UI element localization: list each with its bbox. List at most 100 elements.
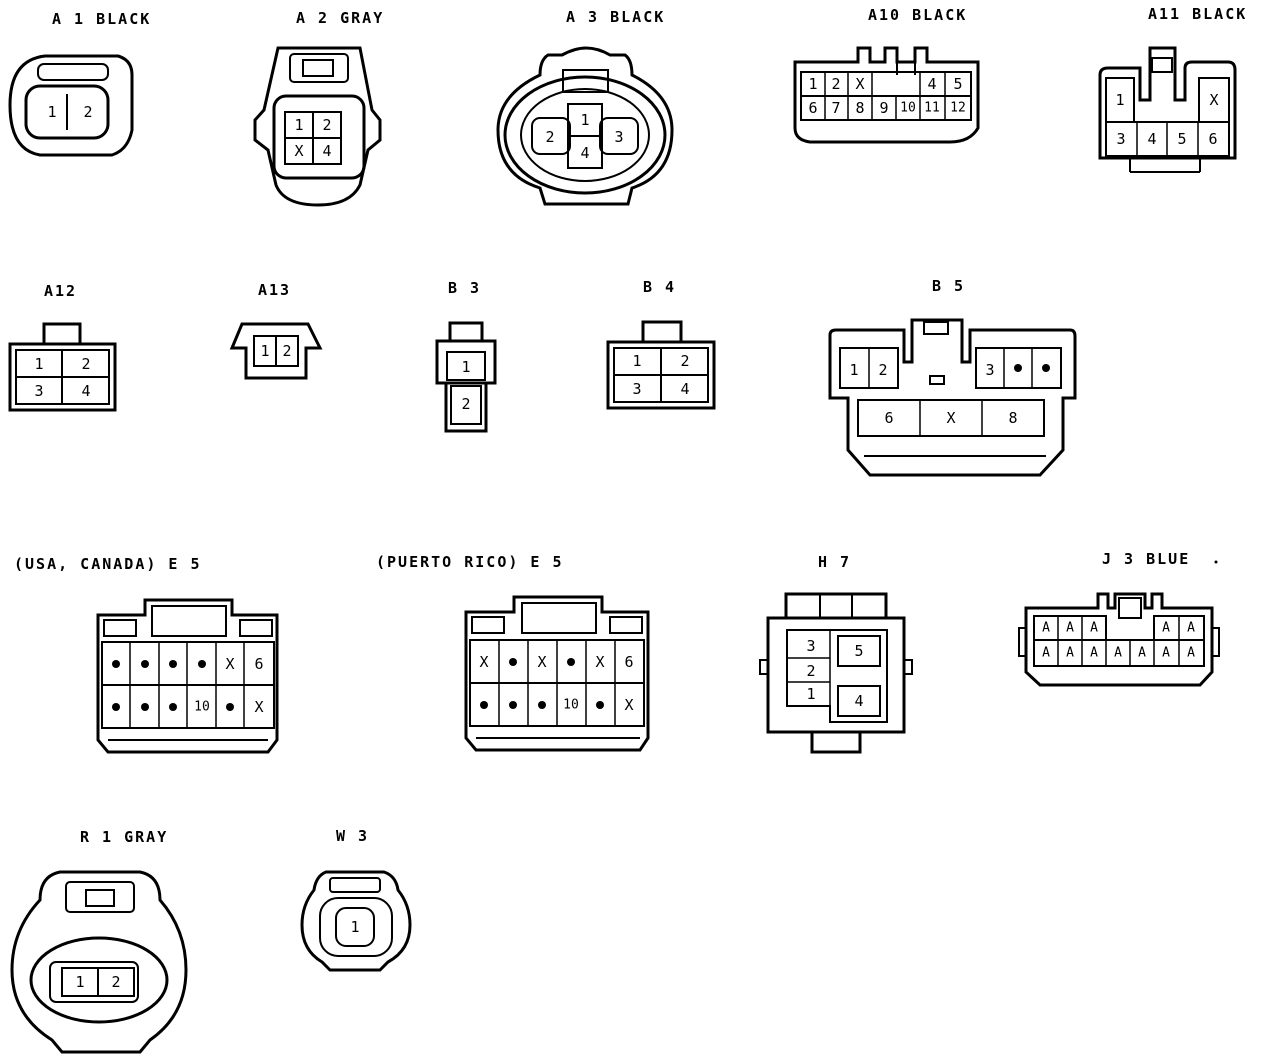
connector-a10: A10 BLACK 1 2 X 4 5 6 7 8 9 10 11 12 <box>793 6 980 144</box>
connector-a3: A 3 BLACK 1 2 3 4 <box>496 8 674 206</box>
connector-e5-usa-canada-pin: X <box>254 698 263 716</box>
connector-a10-pin: 11 <box>924 101 940 116</box>
connector-e5-puerto-rico-pin: X <box>595 653 604 671</box>
connector-b5-pin: 3 <box>985 361 994 379</box>
connector-a3-pin: 4 <box>580 144 589 162</box>
connector-a3-pin: 3 <box>614 128 623 146</box>
connector-a11: A11 BLACK 1 X 3 4 5 6 <box>1098 5 1245 173</box>
connector-h7-side-tab <box>759 659 769 675</box>
connector-a12-housing <box>8 342 117 412</box>
connector-e5-puerto-rico-empty-cavity <box>596 701 604 709</box>
connector-a12-pin: 2 <box>81 355 90 373</box>
connector-e5-usa-canada-housing <box>96 598 279 754</box>
connector-a11-pin: 4 <box>1147 130 1156 148</box>
connector-j3-pin: A <box>1187 646 1195 661</box>
connector-j3-pin: A <box>1090 621 1098 636</box>
connector-b5-bottom-row <box>857 399 1045 437</box>
connector-a10-pin: 5 <box>953 75 962 93</box>
connector-a12-label: A12 <box>44 282 77 300</box>
connector-e5-puerto-rico-empty-cavity <box>509 701 517 709</box>
connector-j3-pin: A <box>1162 621 1170 636</box>
connector-h7-pin: 2 <box>806 662 815 680</box>
connector-e5-puerto-rico-empty-cavity <box>567 658 575 666</box>
connector-r1-housing <box>10 870 188 1054</box>
connector-a11-pin: X <box>1209 91 1218 109</box>
connector-b4-latch <box>641 320 683 344</box>
connector-a13: A13 1 2 <box>229 281 323 380</box>
connector-w3-label: W 3 <box>336 827 369 845</box>
connector-b5-pin: 2 <box>878 361 887 379</box>
connector-b4-pin: 4 <box>680 380 689 398</box>
connector-b5-empty-cavity <box>1014 364 1022 372</box>
connector-j3-pin: A <box>1090 646 1098 661</box>
connector-a1-label: A 1 BLACK <box>52 10 151 28</box>
connector-a12-pin: 1 <box>34 355 43 373</box>
connector-h7-pin-5-cell <box>837 635 881 667</box>
connector-h7-pin-4-cell <box>837 685 881 717</box>
connector-a11-lock <box>1151 57 1173 73</box>
connector-a13-pin: 1 <box>260 342 269 360</box>
connector-j3-pin: A <box>1042 646 1050 661</box>
connector-a11-pin: 5 <box>1177 130 1186 148</box>
connector-a11-pin: 3 <box>1116 130 1125 148</box>
connector-a3-pin: 1 <box>580 111 589 129</box>
connector-a2-pin: 2 <box>322 116 331 134</box>
connector-e5-puerto-rico-pin: X <box>624 696 633 714</box>
connector-e5-puerto-rico-pin: 6 <box>624 653 633 671</box>
connector-e5-puerto-rico-lock <box>521 602 597 634</box>
connector-a2-pin: X <box>294 142 303 160</box>
connector-a13-label: A13 <box>258 281 291 299</box>
connector-h7-pin: 3 <box>806 637 815 655</box>
connector-e5-puerto-rico-empty-cavity <box>538 701 546 709</box>
connector-b3-pin: 2 <box>461 395 470 413</box>
connector-e5-puerto-rico-pin: X <box>479 653 488 671</box>
connector-a13-pin: 2 <box>282 342 291 360</box>
connector-e5-usa-canada: (USA, CANADA) E 5 X 6 10 X <box>14 555 279 754</box>
connector-b5-label: B 5 <box>932 277 965 295</box>
connector-a10-pin: 12 <box>950 101 966 116</box>
connector-b5: B 5 1 2 3 6 X 8 <box>828 277 1077 477</box>
connector-b3-pin: 1 <box>461 358 470 376</box>
connector-h7-bottom-tab <box>810 730 862 754</box>
connector-a2-shell <box>272 94 366 180</box>
connector-e5-usa-canada-empty-cavity <box>169 660 177 668</box>
connector-b4-housing <box>606 340 716 410</box>
connector-e5-usa-canada-empty-cavity <box>112 703 120 711</box>
connector-a1-latch <box>37 63 109 81</box>
connector-a10-pin: X <box>855 75 864 93</box>
connector-a2-pin: 1 <box>294 116 303 134</box>
connector-r1-ring <box>29 936 169 1024</box>
connector-a3-inner-ring <box>520 88 650 182</box>
connector-h7-side-tab <box>903 659 913 675</box>
connector-e5-usa-canada-pin: 10 <box>194 700 210 715</box>
connector-b3-label: B 3 <box>448 279 481 297</box>
connector-b5-lock <box>923 321 949 335</box>
connector-b4-label: B 4 <box>643 278 676 296</box>
connector-a13-housing <box>229 322 323 380</box>
connector-j3-side-tab <box>1211 627 1220 657</box>
connector-b5-top-right <box>975 347 1062 389</box>
connector-j3-label: J 3 BLUE <box>1102 550 1190 568</box>
connector-h7-pin: 5 <box>854 642 863 660</box>
connector-a1-pin: 1 <box>47 103 56 121</box>
connector-e5-puerto-rico-rib-left <box>471 616 505 634</box>
connector-b5-key <box>929 375 945 385</box>
connector-e5-usa-canada-rib-left <box>103 619 137 637</box>
connector-r1-shell <box>49 961 139 1003</box>
connector-a2: A 2 GRAY 1 2 X 4 <box>253 9 384 207</box>
connector-h7-label: H 7 <box>818 553 851 571</box>
connector-e5-usa-canada-rib-right <box>239 619 273 637</box>
connector-h7-housing <box>766 616 906 734</box>
connector-a2-label: A 2 GRAY <box>296 9 384 27</box>
connector-e5-usa-canada-label: (USA, CANADA) E 5 <box>14 555 202 573</box>
connector-b4-pin: 1 <box>632 352 641 370</box>
connector-w3-face <box>335 907 375 947</box>
connector-a10-pin: 2 <box>831 75 840 93</box>
connector-b3-pin-1-cell <box>446 351 486 381</box>
connector-j3-lock <box>1118 597 1142 619</box>
connector-a10-pin: 9 <box>879 99 888 117</box>
connector-e5-usa-canada-empty-cavity <box>169 703 177 711</box>
connector-a3-label: A 3 BLACK <box>566 8 665 26</box>
connector-e5-usa-canada-empty-cavity <box>112 660 120 668</box>
